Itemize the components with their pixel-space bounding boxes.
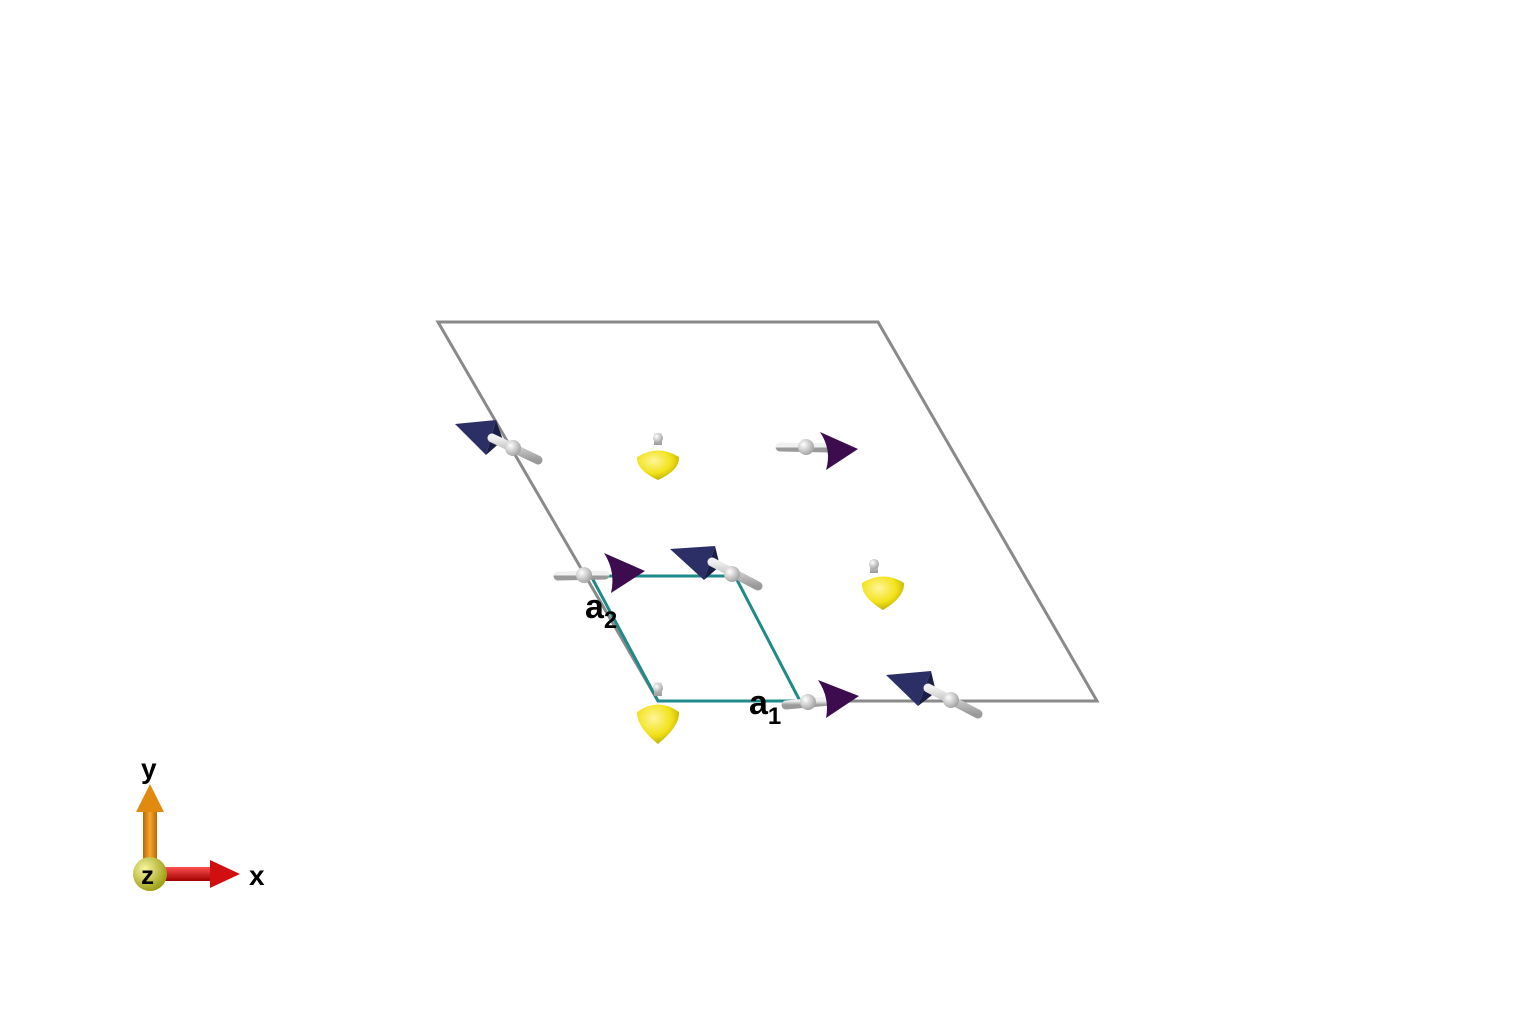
supercell-outline (435, 320, 1100, 703)
spin-cone-icon (636, 433, 680, 480)
axes-triad: y x z (133, 753, 265, 891)
spin-arrow-icon (553, 553, 645, 593)
axis-label-y: y (141, 753, 157, 784)
spin-arrow-icon (886, 671, 983, 719)
spin-arrow-icon (455, 420, 543, 465)
spin-cone-icon (861, 559, 905, 610)
axis-label-z: z (141, 860, 154, 890)
spin-arrow-icon (781, 680, 859, 718)
spin-arrow-icon (670, 546, 763, 591)
spin-cone-icon (636, 682, 680, 744)
spin-arrow-icon (775, 432, 858, 470)
lattice-label-a1: a1 (749, 684, 781, 730)
axis-label-x: x (249, 860, 265, 891)
lattice-label-a2: a2 (585, 588, 617, 634)
